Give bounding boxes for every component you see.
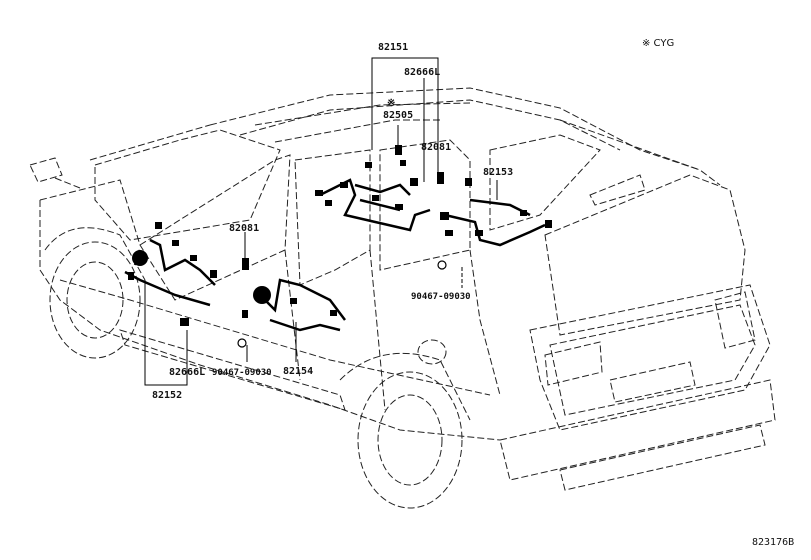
bolt-left <box>237 338 247 348</box>
harness-82153-connectors <box>440 178 552 236</box>
part-label-82666l-bottom: 82666L <box>169 367 206 378</box>
cyg-mark: ※ <box>387 98 396 109</box>
cyg-note: ※ CYG <box>642 38 675 49</box>
harness-82154-connectors <box>242 258 337 318</box>
harness-82152-connectors <box>128 222 217 326</box>
part-label-82151: 82151 <box>378 42 409 53</box>
leader-lines <box>144 57 498 386</box>
bolt-label-right: 90467-09030 <box>411 292 471 302</box>
vehicle-body-outline <box>29 87 776 509</box>
part-label-82154: 82154 <box>283 366 314 377</box>
part-label-82081-right: 82081 <box>421 142 452 153</box>
harness-82151 <box>319 178 431 232</box>
part-label-82081-left: 82081 <box>229 223 260 234</box>
harness-82154 <box>259 278 346 332</box>
bolt-right <box>437 260 447 270</box>
harness-82153 <box>444 198 546 247</box>
diagram-reference-id: 823176B <box>752 537 795 548</box>
harness-82151-connectors <box>315 145 444 210</box>
part-label-82666l-top: 82666L <box>404 67 441 78</box>
part-label-82505: 82505 <box>383 110 414 121</box>
bolt-label-left: 90467-09030 <box>212 368 272 378</box>
part-label-82152: 82152 <box>152 390 183 401</box>
harness-82152 <box>124 238 216 307</box>
part-label-82153: 82153 <box>483 167 514 178</box>
